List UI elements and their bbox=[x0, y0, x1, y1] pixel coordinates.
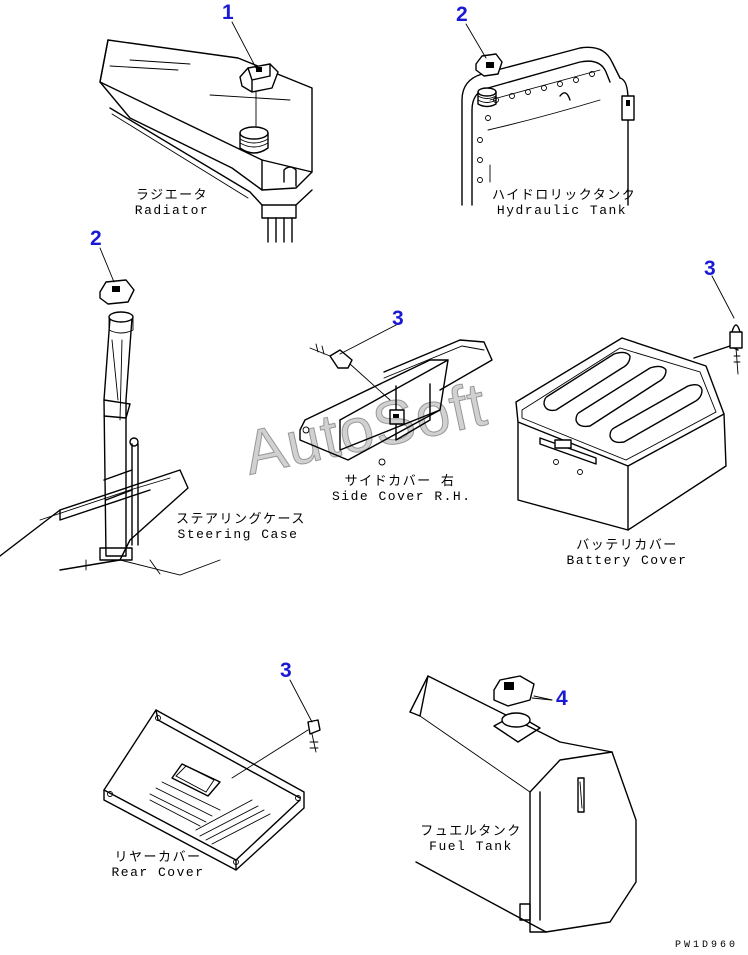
callout-radiator-cap: 1 bbox=[222, 1, 234, 24]
rear-cover-vents bbox=[149, 781, 271, 845]
rear-cover-drawing bbox=[103, 709, 321, 871]
callout-fuel-cap: 4 bbox=[556, 687, 568, 710]
callout-leaders bbox=[99, 21, 735, 723]
radiator-drawing bbox=[99, 39, 313, 243]
label-hydraulic-tank: ハイドロリックタンク Hydraulic Tank bbox=[492, 188, 637, 218]
callout-side-cover-lock: 3 bbox=[392, 307, 404, 330]
steering-case-drawing bbox=[0, 279, 221, 576]
label-radiator: ラジエータ Radiator bbox=[128, 188, 216, 218]
drawing-code: PW1D960 bbox=[674, 940, 738, 951]
label-side-cover: サイドカバー 右 Side Cover R.H. bbox=[332, 474, 472, 504]
fuel-tank-drawing bbox=[409, 675, 637, 933]
label-radiator-en: Radiator bbox=[134, 203, 210, 218]
label-hydraulic-tank-jp: ハイドロリックタンク bbox=[492, 188, 637, 203]
label-steering-case-en: Steering Case bbox=[177, 527, 299, 542]
callout-battery-lock: 3 bbox=[704, 257, 716, 280]
label-fuel-tank-jp: フュエルタンク bbox=[420, 824, 522, 839]
side-cover-drawing bbox=[299, 339, 493, 466]
label-battery-cover-en: Battery Cover bbox=[566, 553, 688, 568]
callout-rear-cover-lock: 3 bbox=[280, 659, 292, 682]
label-fuel-tank: フュエルタンク Fuel Tank bbox=[416, 824, 526, 854]
label-rear-cover-en: Rear Cover bbox=[111, 865, 205, 880]
label-radiator-jp: ラジエータ bbox=[135, 188, 209, 203]
label-battery-cover-jp: バッテリカバー bbox=[576, 538, 678, 553]
battery-cover-drawing bbox=[515, 324, 743, 531]
hydraulic-tank-drawing bbox=[461, 46, 635, 206]
label-battery-cover: バッテリカバー Battery Cover bbox=[562, 538, 692, 568]
label-rear-cover-jp: リヤーカバー bbox=[114, 850, 202, 865]
label-rear-cover: リヤーカバー Rear Cover bbox=[106, 850, 210, 880]
flange-bolts bbox=[477, 71, 595, 183]
label-fuel-tank-en: Fuel Tank bbox=[429, 839, 513, 854]
callout-steering-cap: 2 bbox=[90, 227, 102, 250]
label-steering-case-jp: ステアリングケース bbox=[176, 512, 306, 527]
label-steering-case: ステアリングケース Steering Case bbox=[176, 512, 306, 542]
label-side-cover-en: Side Cover R.H. bbox=[332, 489, 472, 504]
label-side-cover-jp: サイドカバー 右 bbox=[344, 474, 456, 489]
callout-hydraulic-cap: 2 bbox=[456, 3, 468, 26]
label-hydraulic-tank-en: Hydraulic Tank bbox=[496, 203, 628, 218]
